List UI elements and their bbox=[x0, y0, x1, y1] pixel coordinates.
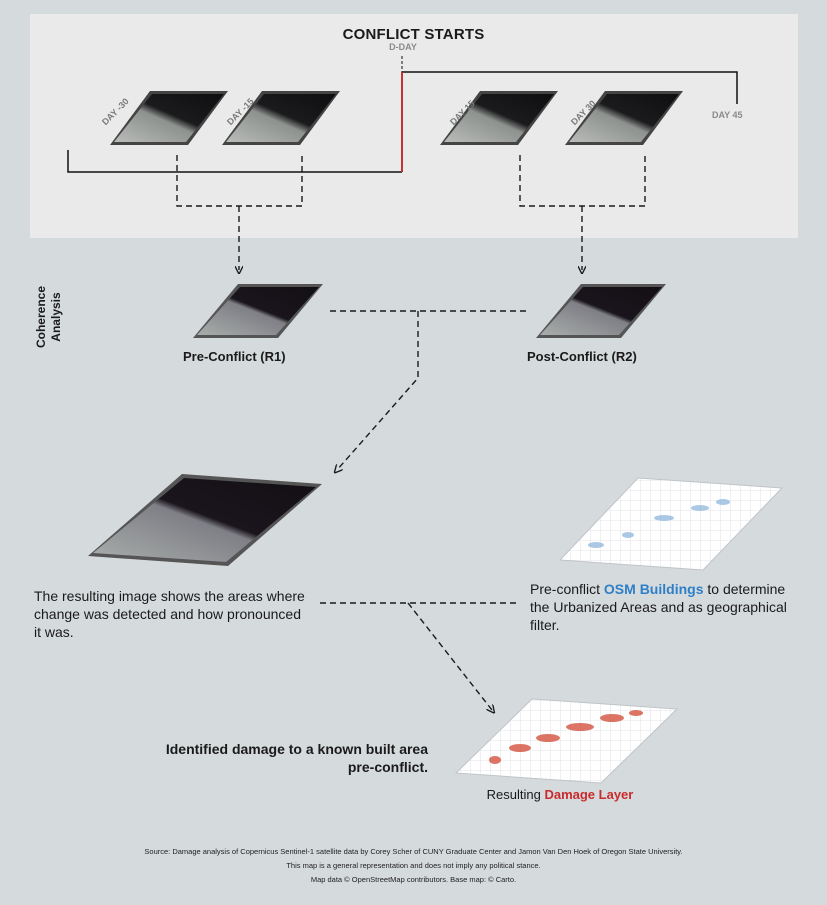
change-detection-image bbox=[88, 474, 322, 566]
damage-description: Identified damage to a known built area … bbox=[165, 741, 428, 775]
caption-prefix: Resulting bbox=[486, 787, 545, 802]
osm-description: Pre-conflict OSM Buildings to determine … bbox=[530, 580, 792, 634]
damage-layer-caption: Resulting Damage Layer bbox=[430, 787, 690, 802]
source-note: Source: Damage analysis of Copernicus Se… bbox=[144, 847, 683, 856]
osm-buildings-highlight: OSM Buildings bbox=[603, 581, 704, 597]
day-label-45: DAY 45 bbox=[712, 110, 743, 120]
satellite-image-day-15 bbox=[440, 91, 558, 145]
conflict-starts-title: CONFLICT STARTS bbox=[342, 26, 485, 43]
coherence-analysis-label: Coherence Analysis bbox=[34, 285, 63, 349]
coherence-image-pre-conflict bbox=[193, 284, 323, 338]
disclaimer-note: This map is a general representation and… bbox=[286, 861, 541, 870]
result-description: The resulting image shows the areas wher… bbox=[34, 588, 305, 640]
d-day-label: D-DAY bbox=[389, 42, 417, 52]
satellite-image-day-minus-30 bbox=[110, 91, 228, 145]
satellite-image-day-minus-15 bbox=[222, 91, 340, 145]
pre-conflict-label: Pre-Conflict (R1) bbox=[183, 349, 286, 364]
damage-layer-grid bbox=[454, 698, 679, 784]
osm-buildings-grid bbox=[558, 477, 784, 571]
coherence-image-post-conflict bbox=[536, 284, 666, 338]
post-conflict-label: Post-Conflict (R2) bbox=[527, 349, 637, 364]
osm-prefix: Pre-conflict bbox=[530, 581, 604, 597]
dashed-connectors bbox=[176, 155, 646, 710]
osm-suffix: to determine the Urbanized Areas and as … bbox=[530, 581, 787, 633]
damage-layer-highlight: Damage Layer bbox=[544, 787, 634, 802]
satellite-image-day-30 bbox=[565, 91, 683, 145]
attribution-note: Map data © OpenStreetMap contributors. B… bbox=[310, 875, 517, 884]
timeline-line bbox=[67, 71, 738, 173]
